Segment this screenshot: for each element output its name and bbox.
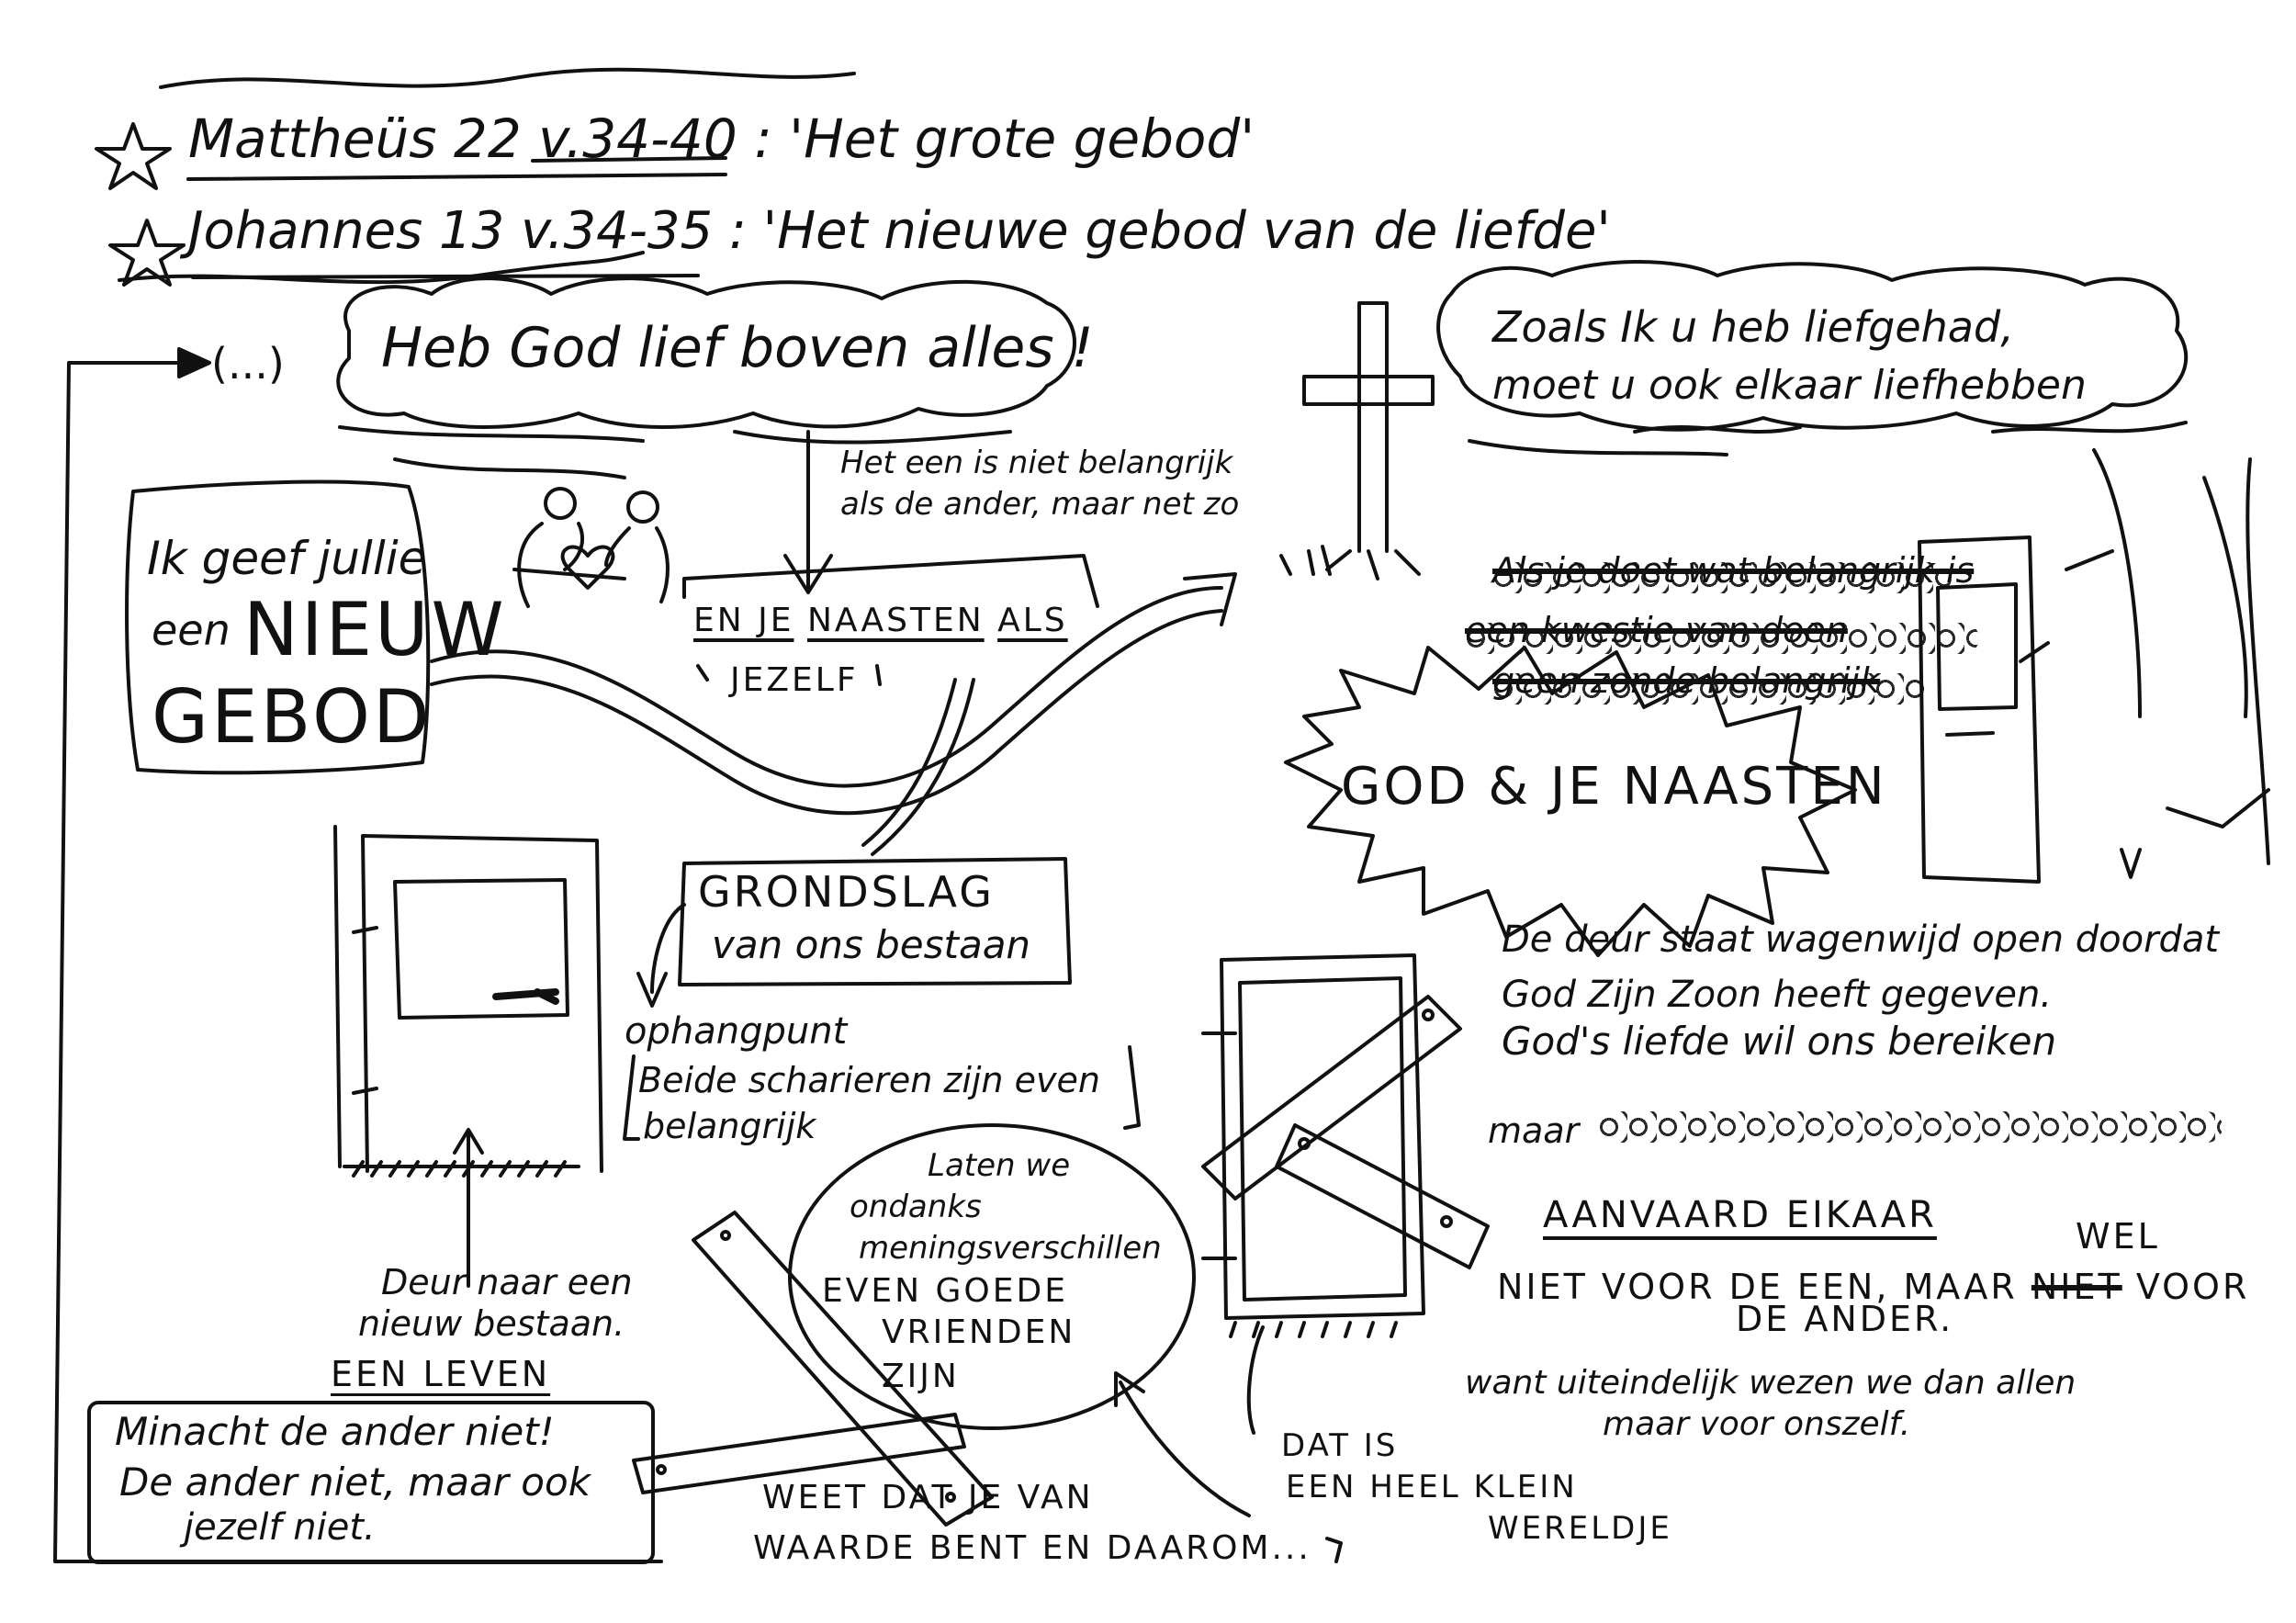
person-icon <box>626 490 659 524</box>
door-open-line3: God's liefde wil ons bereiken <box>1502 1019 2057 1064</box>
heart-icon <box>560 545 615 590</box>
for-other-start: NIET VOOR DE EEN, MAAR <box>1497 1267 2018 1307</box>
door-left <box>333 825 603 1173</box>
neighbour-naasten: NAASTEN <box>806 602 985 639</box>
top-wave-line <box>159 67 856 89</box>
dat-is-line1: DAT IS <box>1281 1427 1399 1464</box>
plank-right-1 <box>1201 995 1462 1200</box>
reference-verses: v.34-35 <box>521 201 714 261</box>
weet-line2: WAARDE BENT EN DAAROM... <box>753 1529 1311 1567</box>
despise-line3: jezelf niet. <box>184 1506 376 1549</box>
scribble-mark <box>1465 623 1979 654</box>
plank-right-2 <box>1275 1123 1490 1269</box>
reference-verses: v.34-40 <box>538 107 737 170</box>
cloud-right-line1: Zoals Ik u heb liefgehad, <box>1492 302 2014 352</box>
hook-arrow <box>650 903 686 994</box>
pillars-line1: Beide scharieren zijn even <box>638 1060 1100 1100</box>
bubble-line4: EVEN GOEDE <box>822 1272 1068 1310</box>
neighbour-line1: EN JE NAASTEN ALS <box>693 602 1068 639</box>
plank-left <box>692 1211 994 1527</box>
cross-icon <box>1302 301 1435 553</box>
for-other-voor: VOOR <box>2135 1267 2250 1307</box>
bubble-line3: meningsverschillen <box>859 1230 1162 1267</box>
for-other-wel: WEL <box>2076 1216 2160 1257</box>
neighbour-bracket <box>682 554 1099 608</box>
new-commandment-line3: NIEUW <box>243 587 507 672</box>
up-arrow <box>453 1128 484 1288</box>
bubble-line5: VRIENDEN <box>882 1313 1076 1351</box>
because-line2: maar voor onszelf. <box>1603 1405 1911 1443</box>
note-important-line1: Het een is niet belangrijk <box>840 445 1233 481</box>
door-open-line2: God Zijn Zoon heeft gegeven. <box>1502 974 2052 1016</box>
scribble-mark <box>1598 1111 2223 1143</box>
friends-bubble <box>788 1123 1196 1430</box>
for-other-line1: NIET VOOR DE EEN, MAAR NIET VOOR <box>1497 1267 2250 1308</box>
bubble-line1: Laten we <box>928 1147 1071 1184</box>
for-other-niet: NIET <box>2031 1267 2122 1307</box>
star-icon <box>108 219 186 287</box>
star-icon <box>95 122 172 190</box>
new-commandment-box <box>125 479 431 775</box>
ellipsis-label: (...) <box>211 339 285 389</box>
weet-line1: WEET DAT JE VAN <box>762 1479 1094 1516</box>
door-open-right <box>1918 535 2041 884</box>
reference-matthew: Mattheüs 22 v.34-40 : 'Het grote gebod' <box>188 108 1255 170</box>
pillars-bracket <box>623 1045 1141 1141</box>
new-commandment-line1: Ik geef jullie <box>147 532 427 585</box>
arrow-head-icon <box>1183 572 1237 626</box>
arrow-head-icon <box>177 347 211 378</box>
pillars-line2: belangrijk <box>643 1106 816 1146</box>
despise-box <box>87 1401 655 1564</box>
reference-title: : 'Het grote gebod' <box>754 107 1255 170</box>
cloud-left-text: Heb God lief boven alles ! <box>381 316 1094 380</box>
door-open-line1: De deur staat wagenwijd open doordat <box>1502 919 2220 961</box>
cloud-left-shape <box>336 276 1076 429</box>
grondslag-line2: van ons bestaan <box>712 922 1031 967</box>
despise-line1: Minacht de ander niet! <box>115 1409 555 1454</box>
new-commandment-line4: GEBOD <box>152 674 433 760</box>
person-icon <box>544 487 577 520</box>
reference-book: Johannes 13 <box>188 201 505 261</box>
scribble-mark <box>1492 673 1933 704</box>
door-right <box>1220 953 1425 1320</box>
grondslag-box <box>678 857 1072 986</box>
accept-label: AANVAARD EIKAAR <box>1543 1194 1937 1236</box>
flow-curve <box>430 586 1223 788</box>
despise-line2: De ander niet, maar ook <box>119 1460 591 1505</box>
cloud-right-line2: moet u ook elkaar liefhebben <box>1492 362 2087 409</box>
door-caption-line2: nieuw bestaan. <box>358 1303 625 1344</box>
god-neighbours-label: GOD & JE NAASTEN <box>1341 757 1887 817</box>
new-commandment-line2: een <box>152 605 231 655</box>
bubble-line6: ZIJN <box>882 1358 960 1395</box>
door-open-god: God <box>1502 974 1576 1016</box>
neighbour-line2: JEZELF <box>730 661 859 699</box>
ophangpunt-label: ophangpunt <box>625 1010 848 1053</box>
neighbour-als: ALS <box>997 602 1068 639</box>
neighbour-en-je: EN JE <box>693 602 794 639</box>
reference-john: Johannes 13 v.34-35 : 'Het nieuwe gebod … <box>188 201 1611 261</box>
dat-is-line3: WERELDJE <box>1488 1510 1672 1547</box>
burst-shape <box>1284 646 1857 957</box>
door-caption-line1: Deur naar een <box>381 1262 633 1302</box>
dat-is-line2: EEN HEEL KLEIN <box>1286 1469 1578 1505</box>
reference-book: Mattheüs 22 <box>188 107 522 170</box>
scribble-mark <box>1492 562 1952 593</box>
note-important-line2: als de ander, maar net zo <box>840 486 1240 523</box>
door-open-son: Zijn Zoon heeft gegeven. <box>1587 974 2053 1016</box>
een-leven-label: EEN LEVEN <box>331 1354 551 1394</box>
grondslag-line1: GRONDSLAG <box>698 867 995 917</box>
bubble-line2: ondanks <box>850 1189 982 1225</box>
because-line1: want uiteindelijk wezen we dan allen <box>1465 1364 2077 1402</box>
maar-label: maar <box>1488 1110 1580 1151</box>
reference-title: : 'Het nieuwe gebod van de liefde' <box>729 201 1611 261</box>
curve-arrow <box>1119 1381 1251 1517</box>
cloud-right-shape <box>1436 260 2189 432</box>
reference-underline <box>186 173 727 181</box>
for-other-line2: DE ANDER. <box>1736 1299 1954 1339</box>
